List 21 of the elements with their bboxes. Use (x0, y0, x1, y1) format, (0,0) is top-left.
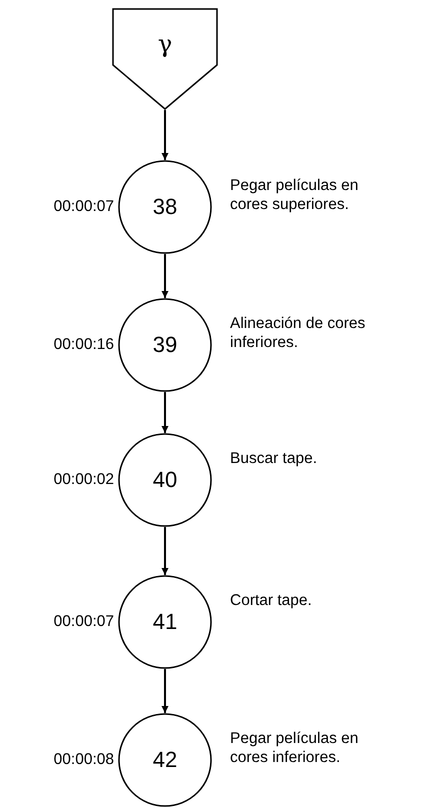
step-description: Cortar tape. (230, 591, 313, 610)
arrow (162, 527, 168, 575)
arrow (162, 110, 168, 160)
step-description: Buscar tape. (230, 449, 318, 468)
duration-label: 00:00:07 (54, 197, 114, 216)
step-description: Alineación de cores inferiores. (230, 314, 366, 352)
step-number: 41 (152, 609, 178, 635)
step-number: 38 (152, 194, 178, 220)
arrow (162, 669, 168, 713)
duration-label: 00:00:07 (54, 612, 114, 631)
connector-symbol: γ (158, 30, 172, 58)
duration-label: 00:00:16 (54, 335, 114, 354)
step-number: 42 (152, 747, 178, 773)
step-number: 39 (152, 332, 178, 358)
step-number: 40 (152, 467, 178, 493)
step-description: Pegar películas en cores superiores. (230, 176, 360, 214)
arrow (162, 392, 168, 433)
arrow (162, 254, 168, 298)
duration-label: 00:00:08 (54, 750, 114, 769)
duration-label: 00:00:02 (54, 470, 114, 489)
step-description: Pegar películas en cores inferiores. (230, 729, 360, 767)
